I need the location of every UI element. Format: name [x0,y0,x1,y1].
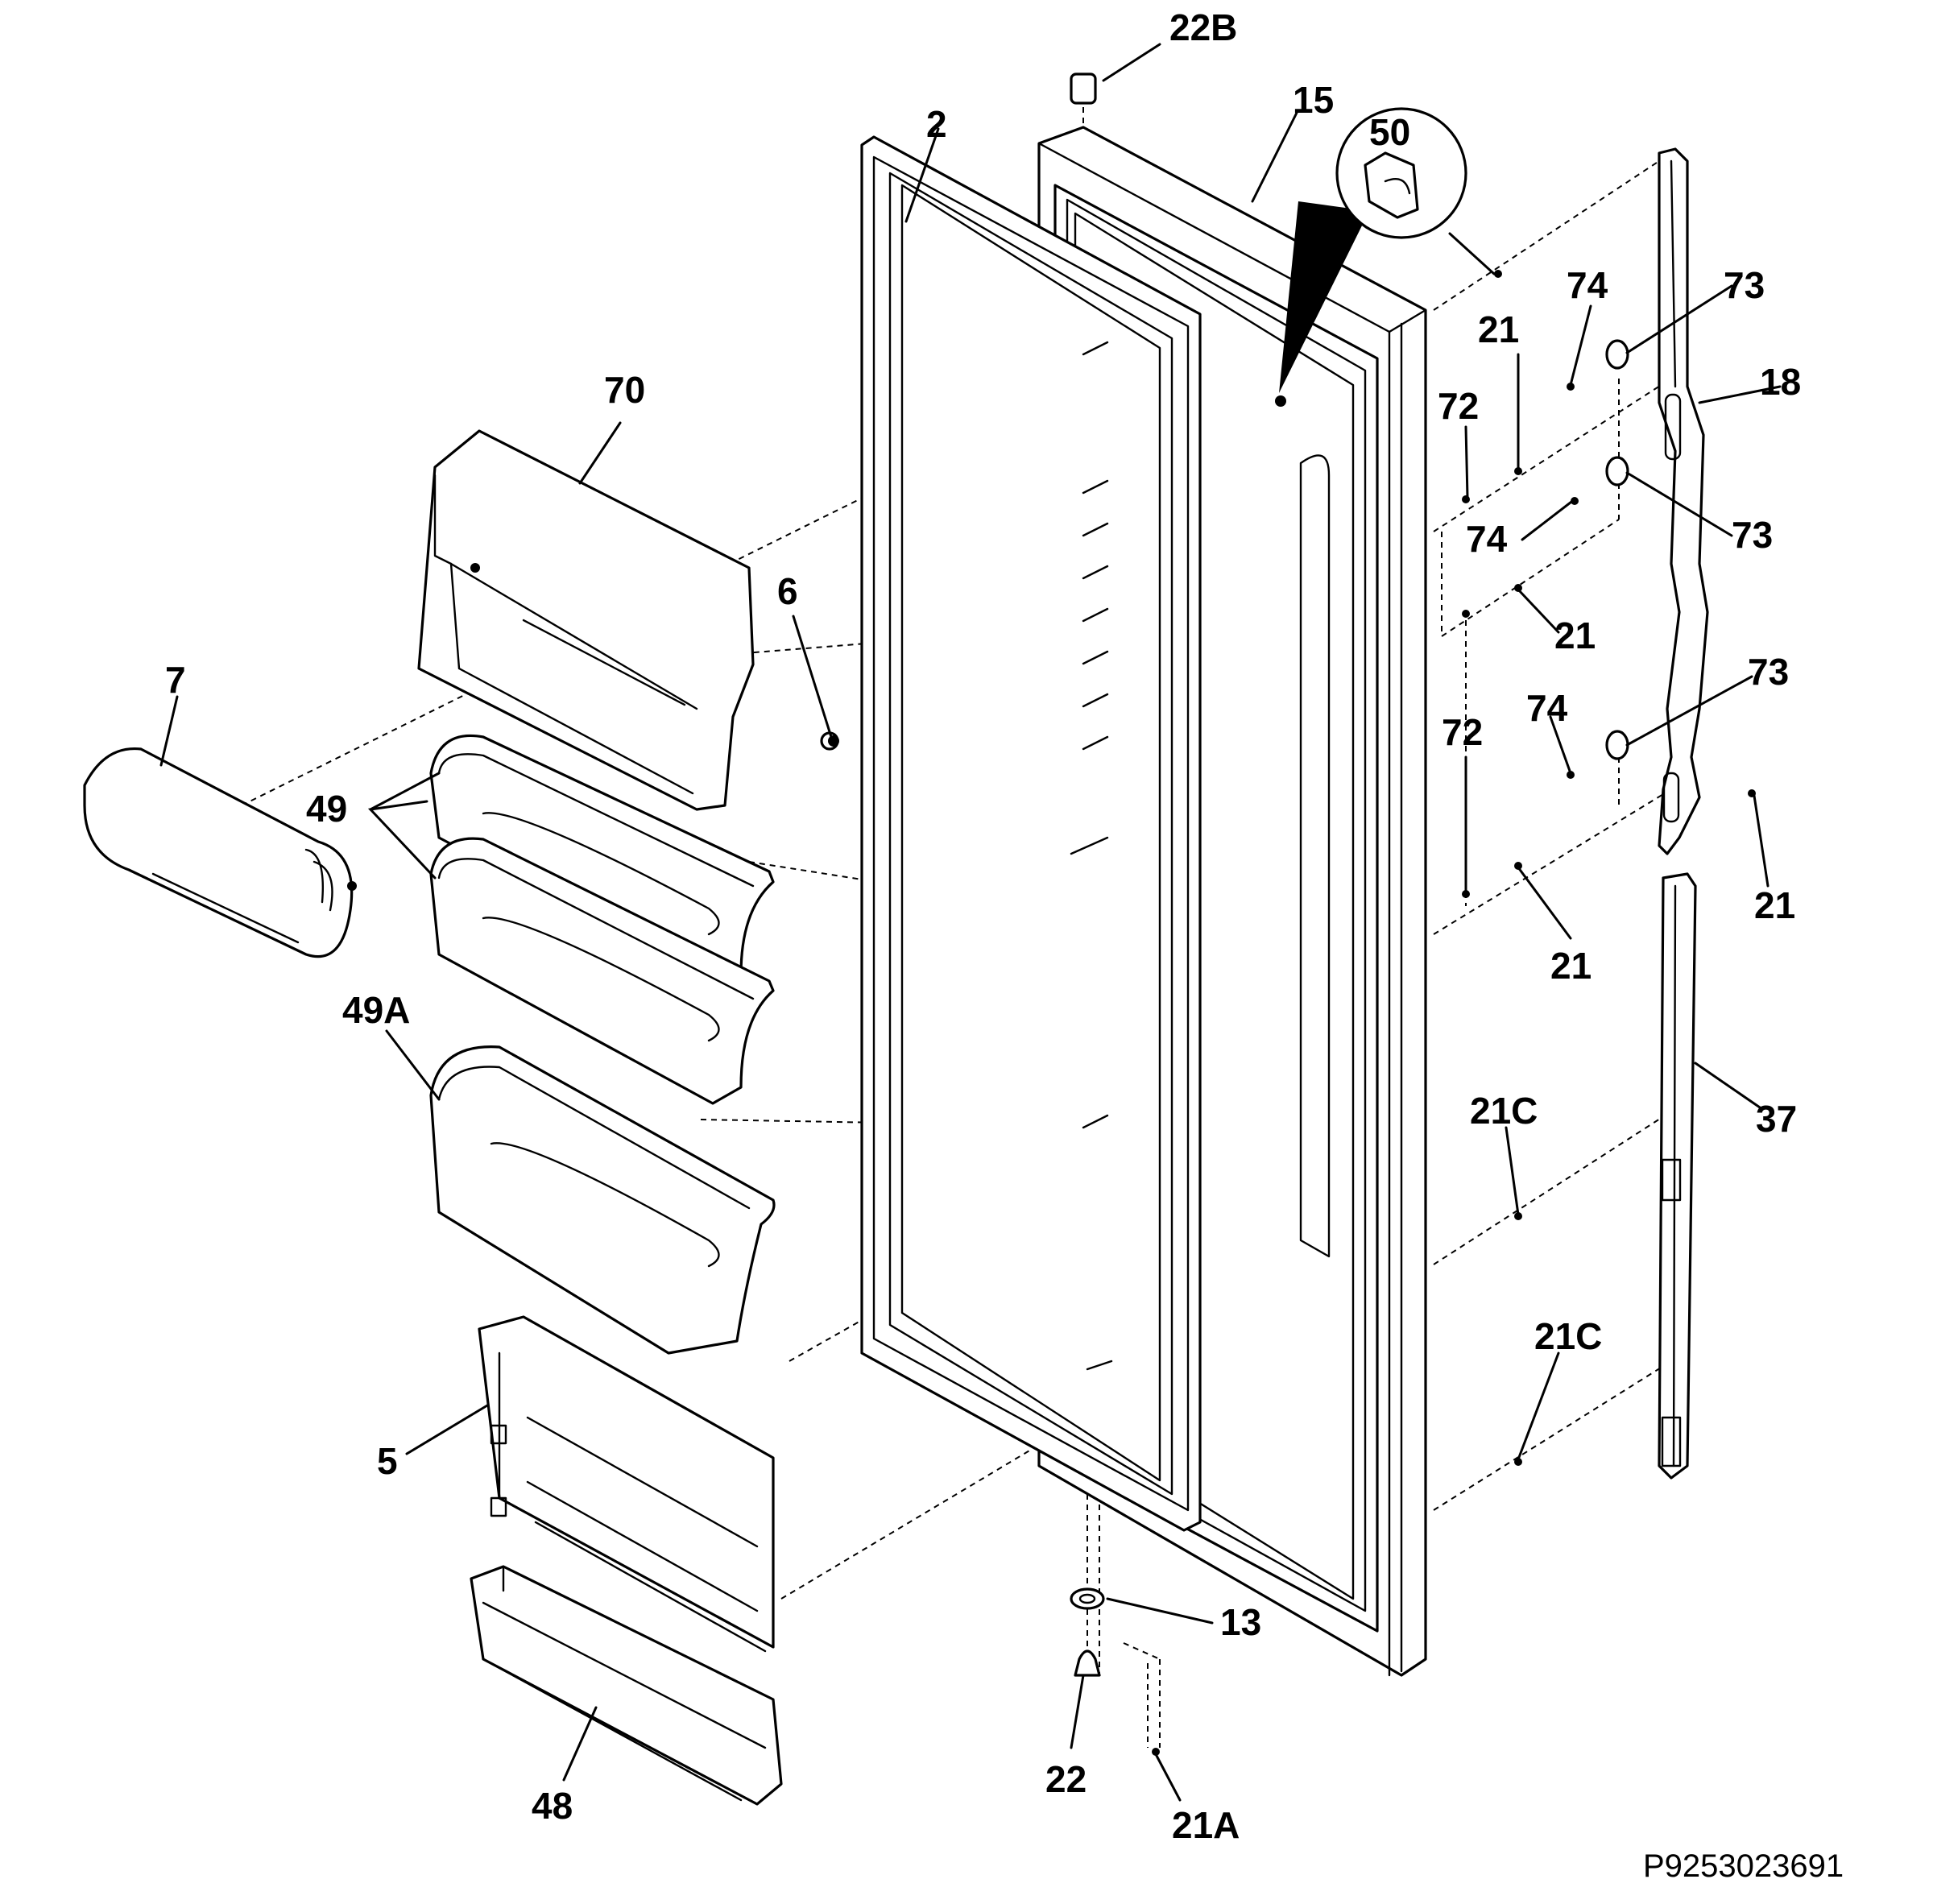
callout-48: 48 [532,1785,573,1827]
callout-73-top: 73 [1724,264,1765,306]
hinge-pin-22 [1074,1649,1101,1677]
leader-lines [159,43,1782,1802]
callout-73-lower: 73 [1748,651,1789,693]
hinge-cap-22B [1070,72,1097,105]
cover-7 [83,747,357,958]
callout-74-mid: 74 [1466,518,1508,560]
callout-21-right: 21 [1754,884,1795,926]
callout-18: 18 [1760,361,1801,403]
callout-13: 13 [1220,1601,1261,1643]
callout-21-lower: 21 [1550,945,1592,987]
door-gasket-2 [860,135,1202,1532]
callout-37: 37 [1756,1098,1797,1140]
drawing-code: P9253023691 [1643,1848,1844,1884]
callout-21C-lower: 21C [1534,1315,1602,1357]
bin-49A [429,1045,776,1355]
shelf-frame-5 [478,1315,775,1653]
callout-15: 15 [1293,79,1334,121]
callout-5: 5 [377,1440,398,1482]
trim-37 [1658,872,1697,1480]
callout-74-lower: 74 [1526,687,1568,729]
callout-49A: 49A [342,989,410,1031]
callout-21-mid: 21 [1554,615,1596,656]
callout-73-mid: 73 [1732,514,1773,556]
callout-21A: 21A [1172,1804,1240,1846]
callout-6: 6 [777,570,798,612]
callout-labels: 22B 2 15 50 70 74 73 21 72 18 6 7 49 74 … [165,6,1844,1884]
callout-49: 49 [306,788,347,830]
callout-72-lower: 72 [1442,711,1483,753]
callout-50: 50 [1369,111,1410,153]
callout-22: 22 [1045,1758,1087,1800]
bin-49-upper [429,734,775,984]
callout-2: 2 [926,103,947,145]
callout-7: 7 [165,659,186,701]
callout-70: 70 [604,369,645,411]
door-shelf-retainer-ribs [1070,341,1113,1371]
fasteners [828,270,1756,1756]
callout-22B: 22B [1169,6,1237,48]
bin-49-lower [429,837,775,1105]
callout-21-top: 21 [1478,308,1519,350]
hinge-18 [1658,147,1709,855]
callout-21C-upper: 21C [1470,1090,1538,1132]
shelf-48 [470,1565,783,1806]
hinge-bushing-13 [1070,1587,1105,1610]
detail-circle-50 [1279,107,1467,393]
callout-72-top: 72 [1438,385,1479,427]
shelf-70 [417,429,755,811]
callout-74-top: 74 [1567,264,1608,306]
